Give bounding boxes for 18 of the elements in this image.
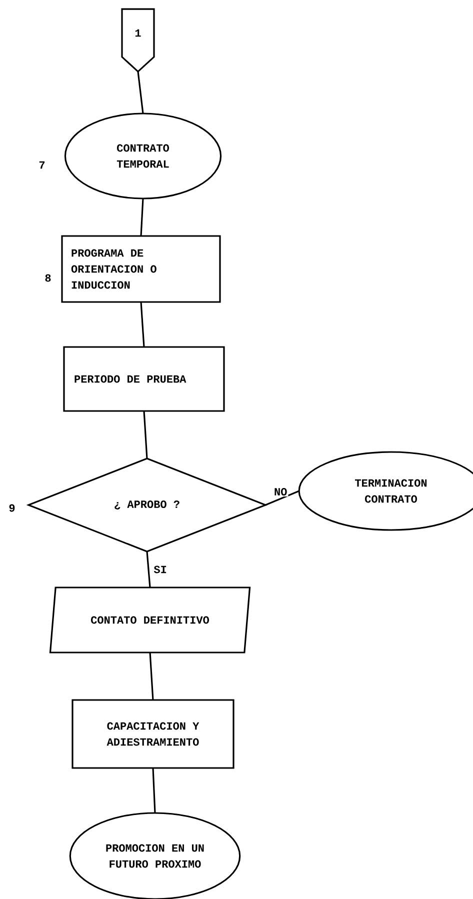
connector-line <box>137 72 144 114</box>
step-number: 7 <box>39 161 45 169</box>
connector-line <box>140 302 145 348</box>
process-box: CAPACITACION Y ADIESTRAMIENTO <box>72 699 234 769</box>
process-box: PROGRAMA DE ORIENTACION O INDUCCION <box>61 235 221 303</box>
connector-line <box>265 490 300 506</box>
step-number: 8 <box>45 274 51 282</box>
edge-label: SI <box>152 564 168 574</box>
connector-line <box>140 198 144 236</box>
data-parallelogram: CONTATO DEFINITIVO <box>49 586 251 654</box>
off-page-connector: 1 <box>121 8 155 73</box>
connector-line <box>149 652 154 700</box>
edge-label: NO <box>273 487 288 496</box>
connector-line <box>146 551 151 588</box>
process-box: PERIODO DE PRUEBA <box>63 346 225 412</box>
connector-line <box>143 410 148 459</box>
step-number: 9 <box>9 504 15 512</box>
connector-line <box>152 768 156 814</box>
